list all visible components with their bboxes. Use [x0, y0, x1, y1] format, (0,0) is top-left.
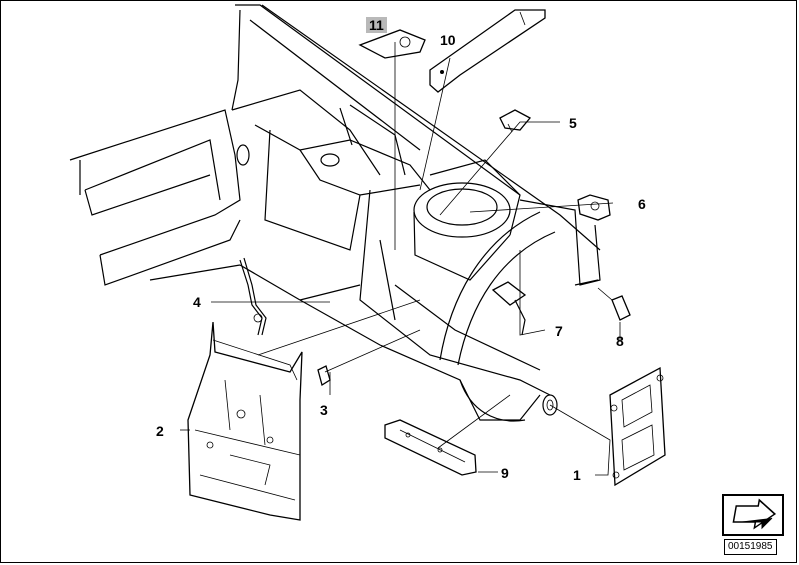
car-body-structure: [69, 4, 601, 422]
part-2-wheel-arch-liner[interactable]: [187, 321, 303, 521]
callout-10[interactable]: 10: [440, 32, 456, 48]
part-5-bolt[interactable]: [499, 109, 532, 133]
part-3-clip[interactable]: [317, 365, 331, 387]
diagram-id-label: 00151985: [724, 539, 777, 555]
callout-1[interactable]: 1: [573, 467, 581, 483]
callout-2[interactable]: 2: [156, 423, 164, 439]
callout-6[interactable]: 6: [638, 196, 646, 212]
callout-11[interactable]: 11: [366, 17, 387, 33]
part-7-bracket[interactable]: [491, 281, 527, 336]
arrow-icon: [732, 498, 777, 530]
part-8-clip[interactable]: [611, 295, 631, 321]
part-1-cover-panel[interactable]: [609, 366, 666, 487]
callout-7[interactable]: 7: [555, 323, 563, 339]
leader-lines: [180, 42, 621, 476]
callout-9[interactable]: 9: [501, 465, 509, 481]
part-4-strap[interactable]: [239, 257, 267, 336]
callout-3[interactable]: 3: [320, 402, 328, 418]
callout-5[interactable]: 5: [569, 115, 577, 131]
part-9-bracket[interactable]: [384, 419, 477, 476]
part-6-mount[interactable]: [577, 194, 611, 221]
callout-8[interactable]: 8: [616, 333, 624, 349]
nav-arrow-button[interactable]: [722, 494, 784, 536]
part-11-plate[interactable]: [358, 29, 426, 59]
part-10-bracket-arm[interactable]: [429, 9, 546, 93]
callout-4[interactable]: 4: [193, 294, 201, 310]
